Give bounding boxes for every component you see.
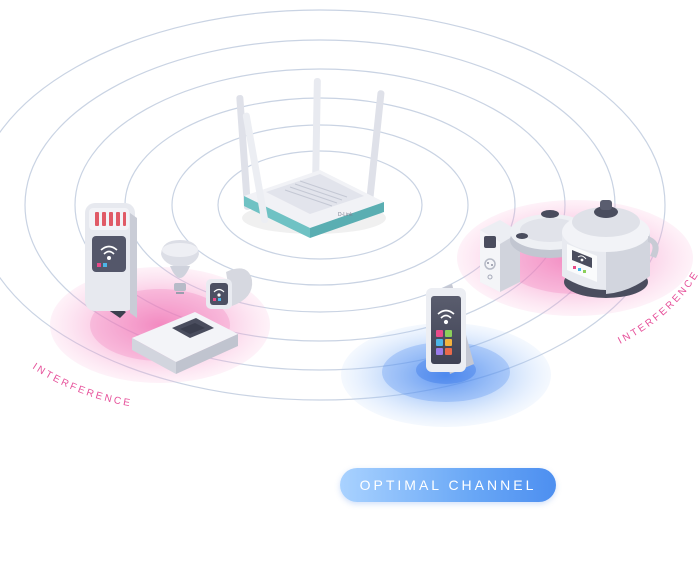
smart-scale-icon: [132, 312, 238, 374]
smart-bulb-icon: [161, 240, 199, 294]
space-heater-icon: [85, 203, 137, 318]
smartwatch-icon: [206, 268, 253, 309]
smartphone-icon: [426, 284, 474, 374]
signal-ring: [217, 150, 423, 260]
wifi-icon: [213, 288, 225, 297]
wifi-icon: [437, 309, 455, 325]
optimal-channel-label: OPTIMAL CHANNEL: [359, 477, 537, 493]
smart-plug-icon: [480, 220, 520, 292]
wifi-icon: [577, 255, 587, 262]
router-icon: D-Link: [236, 78, 386, 238]
optimal-channel-badge: OPTIMAL CHANNEL: [340, 468, 556, 502]
router-brand: D-Link: [338, 212, 353, 218]
signal-ring: [0, 9, 666, 401]
wifi-icon: [100, 245, 118, 260]
multicooker-icon: [562, 200, 659, 298]
